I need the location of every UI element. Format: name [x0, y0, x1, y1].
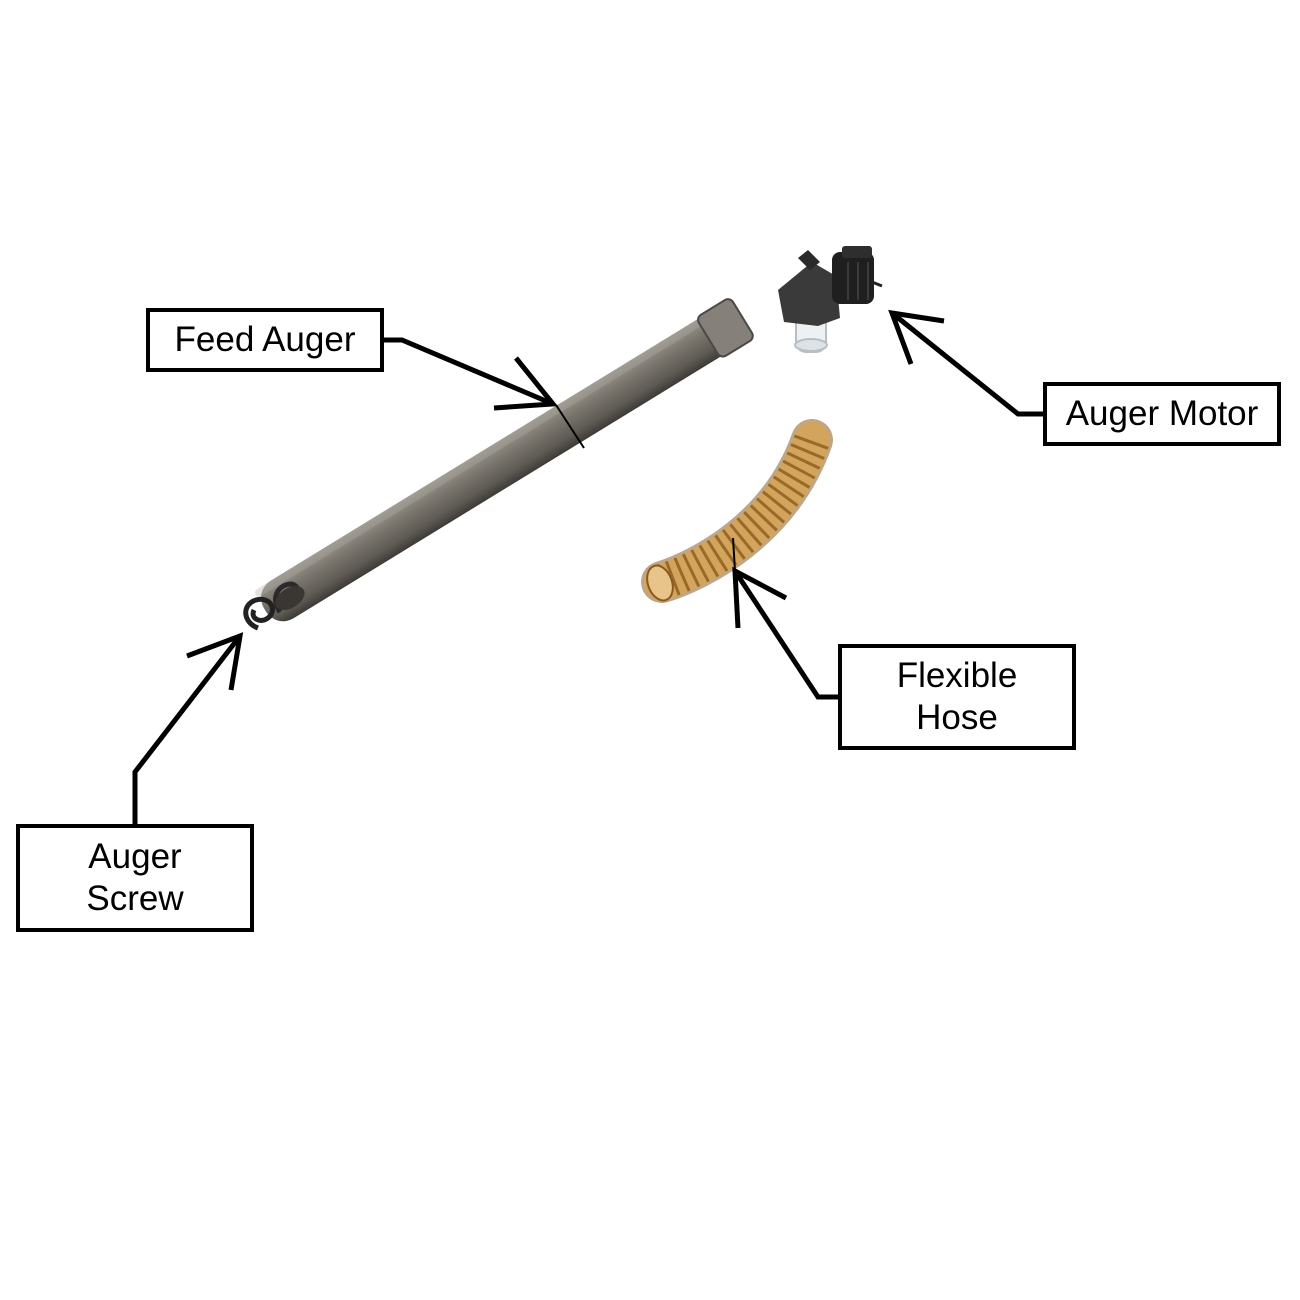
label-auger-motor: Auger Motor — [1043, 382, 1281, 446]
leader-auger-screw — [132, 632, 244, 825]
leader-feed-auger — [382, 337, 585, 449]
label-flexible-hose-line1: Flexible — [896, 656, 1018, 695]
leader-flexible-hose — [732, 537, 840, 700]
label-feed-auger: Feed Auger — [146, 308, 384, 372]
auger-screw-tip — [243, 581, 305, 631]
label-auger-screw-line1: Auger — [88, 837, 182, 876]
label-auger-screw-line2: Screw — [86, 879, 184, 918]
label-feed-auger-text: Feed Auger — [174, 320, 356, 359]
flexible-hose — [641, 419, 833, 603]
label-auger-motor-text: Auger Motor — [1065, 394, 1259, 433]
auger-motor-assembly — [778, 246, 883, 353]
label-auger-screw: Auger Screw — [16, 824, 254, 932]
feed-auger-tube — [255, 298, 754, 622]
label-flexible-hose: Flexible Hose — [838, 644, 1076, 750]
leader-auger-motor — [888, 309, 1046, 417]
label-flexible-hose-line2: Hose — [916, 698, 998, 737]
